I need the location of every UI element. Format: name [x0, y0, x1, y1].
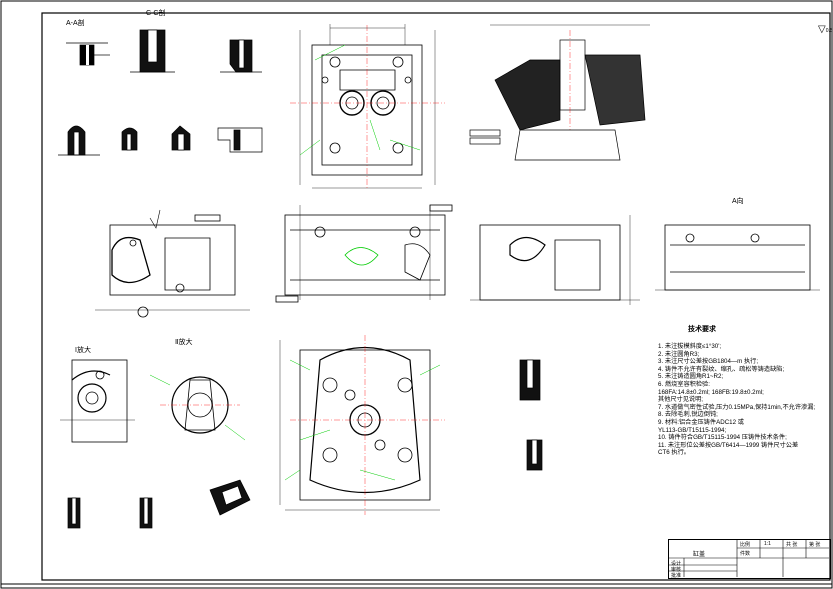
note-item: CT6 执行。: [658, 449, 690, 457]
detail-i-view: [60, 359, 135, 443]
top-view-dims: [299, 44, 421, 156]
left-side-view: [95, 209, 250, 318]
note-item: 9. 材料:铝合金压铸件ADC12 或: [658, 418, 744, 426]
corner-mark: ▽0.5: [818, 24, 833, 35]
note-item: YL113-GB/T15115-1994;: [658, 426, 727, 434]
detail-bottom-3: [209, 479, 251, 516]
qty-label: 件数: [740, 551, 751, 557]
section-cc-detail: [130, 29, 175, 73]
detail-cup-3: [171, 125, 191, 151]
right-side-view: [470, 215, 640, 305]
note-item: 3. 未注尺寸公差按GB1804—m 执行;: [658, 358, 759, 366]
note-item: 6. 燃烧室容积检验:: [658, 380, 710, 388]
note-item: 7. 水道做气密性试验,压力0.15MPa,保持1min,不允许渗漏;: [658, 403, 816, 411]
check-label: 审核: [671, 567, 682, 573]
inner-frame: [41, 12, 831, 581]
label-section-cc: C-C剖: [146, 10, 166, 17]
note-item: 168FA:14.8±0.2ml; 168FB:19.8±0.2ml;: [658, 388, 764, 396]
notes-heading: 技术要求: [688, 326, 716, 333]
detail-plug-1: [519, 359, 541, 401]
front-view: [275, 204, 453, 303]
section-aa-detail: [66, 42, 110, 66]
detail-ii-view: [160, 376, 240, 434]
bottom-plan-view: [279, 335, 445, 515]
view-a: [655, 224, 820, 291]
design-label: 设计: [671, 561, 682, 567]
note-item: 10. 铸件符合GB/T15115-1994 压铸件技术条件;: [658, 434, 787, 442]
detail-plug-2: [526, 439, 543, 471]
scale-value: 1:1: [764, 541, 771, 547]
note-item: 11. 未注形位公差按GB/T6414—1999 铸件尺寸公差: [658, 441, 799, 449]
note-item: 5. 未注铸造圆角R1~R2;: [658, 373, 724, 381]
top-view: [290, 24, 445, 190]
detail-sleeve-1: [220, 39, 262, 73]
title-block: 缸盖 比例 1:1 件数 共 张 第 张 设计 审核 批准: [668, 539, 831, 579]
right-section-view: [469, 24, 650, 161]
detail-cup-1: [58, 125, 100, 156]
bottom-plan-dims: [284, 359, 441, 481]
detail-ii-dims: [149, 374, 246, 441]
detail-bottom-2: [139, 497, 153, 529]
detail-cup-2: [121, 127, 138, 151]
technical-notes: 技术要求 1. 未注拔模斜度≤1°30'; 2. 未注圆角R3; 3. 未注尺寸…: [658, 326, 830, 457]
part-name: 缸盖: [693, 552, 706, 558]
label-detail-1: I放大: [75, 347, 91, 354]
detail-block: [217, 127, 263, 153]
sheet-count: 共 张: [786, 542, 798, 548]
sheet-number: 第 张: [809, 542, 821, 548]
corner-mark-value: 0.5: [825, 28, 833, 34]
label-detail-2: Ⅱ放大: [175, 339, 193, 346]
note-item: 4. 铸件不允许有裂纹、缩孔、疏松等铸造缺陷;: [658, 365, 785, 373]
title-block-grid: [668, 539, 829, 577]
note-item: 2. 未注圆角R3;: [658, 350, 700, 358]
note-item: 1. 未注拔模斜度≤1°30';: [658, 343, 722, 350]
detail-bottom-1: [67, 497, 81, 529]
note-item: 其他尺寸见说明;: [658, 396, 704, 404]
note-item: 8. 去除毛刺,锐边倒钝;: [658, 411, 718, 419]
approve-label: 批准: [671, 573, 682, 579]
scale-label: 比例: [740, 542, 751, 548]
label-section-aa: A-A剖: [66, 20, 85, 27]
label-view-a: A向: [732, 198, 744, 205]
